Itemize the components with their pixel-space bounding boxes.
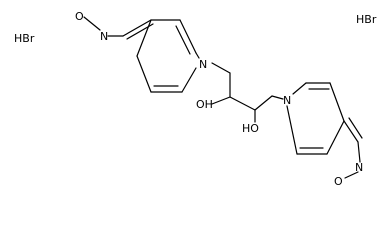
structure-diagram: HBr HBr O N N OH HO N N O — [14, 10, 377, 188]
bond-ring2-c4-c5 — [326, 120, 345, 155]
bond-ring2-n-c2 — [292, 82, 307, 95]
atom-o-bottom: O — [334, 175, 343, 188]
atom-n-ring-bottom: N — [283, 94, 291, 107]
bond-ch2-n-bottom — [271, 95, 284, 100]
atom-o-top: O — [75, 10, 84, 23]
atom-oh-upper: OH — [196, 98, 213, 111]
bond-ring2-c3-c4 — [329, 82, 345, 122]
bond-c4-ch-bottom-b — [348, 117, 363, 139]
bond-ch-n-bottom — [357, 141, 361, 163]
bond-n-ch2-top — [211, 62, 231, 74]
atom-ho-lower: HO — [242, 122, 259, 135]
bond-o-n-top — [83, 16, 101, 31]
bonds — [83, 16, 363, 179]
atom-labels: HBr HBr O N N OH HO N N O — [14, 10, 377, 188]
bond-choh-lower-ch2 — [254, 95, 273, 111]
molecule-drawing: HBr HBr O N N OH HO N N O — [14, 10, 377, 188]
bond-c4-ch-bottom-a — [343, 120, 359, 143]
atom-n-oxime-top: N — [100, 30, 108, 43]
bond-ring1-n-c6 — [181, 67, 197, 93]
salt-label-left: HBr — [14, 32, 35, 45]
bond-ch-c4-top-a — [122, 19, 152, 37]
bond-n-o-bottom — [344, 171, 359, 179]
bond-choh-upper-o — [211, 96, 231, 105]
bond-ring1-c5-c4 — [136, 55, 152, 93]
atom-n-oxime-bottom: N — [355, 161, 363, 174]
bond-choh-upper-lower — [229, 96, 256, 111]
bond-ring1-c3-c2-a — [179, 19, 197, 54]
salt-label-right: HBr — [356, 13, 377, 26]
bond-ring1-c3-c2-b — [175, 25, 191, 55]
bond-ring2-c6-n — [286, 105, 298, 155]
bond-ring1-c4-c4p — [136, 19, 152, 57]
bond-ring1-c2-n — [195, 52, 200, 59]
atom-n-ring-top: N — [199, 58, 207, 71]
